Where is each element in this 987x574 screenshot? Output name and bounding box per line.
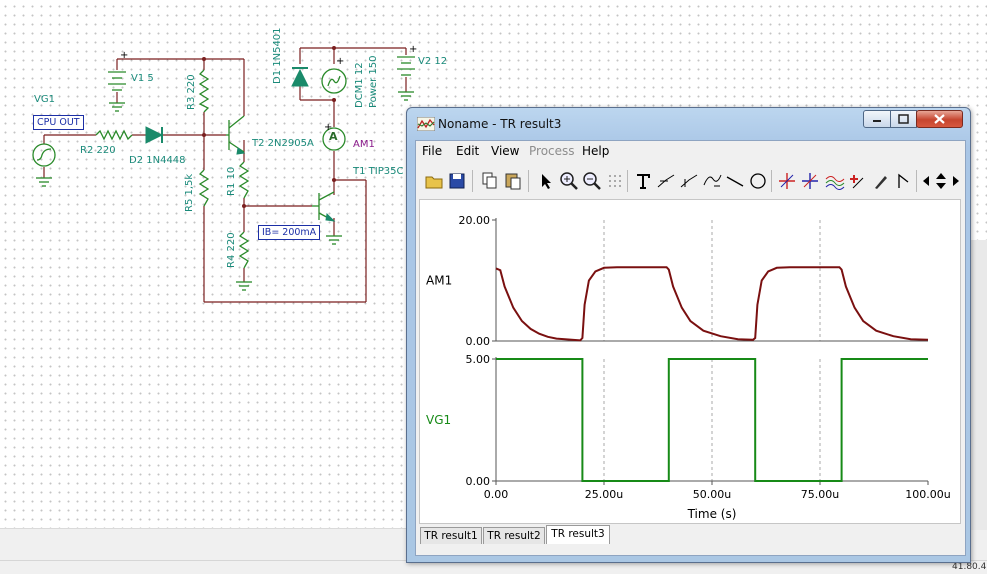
menu-edit[interactable]: Edit: [456, 144, 480, 158]
curve-icon[interactable]: [701, 170, 723, 192]
toolbar-separator: [771, 170, 772, 192]
d1-label: D1 1N5401: [272, 27, 283, 84]
t2-label: T2 2N2905A: [252, 138, 314, 149]
v2-label: V2 12: [418, 56, 448, 67]
tab-tr-result3[interactable]: TR result3: [546, 525, 610, 544]
window-titlebar[interactable]: Noname - TR result3: [407, 108, 970, 138]
line-icon[interactable]: [724, 170, 746, 192]
r4-label: R4 220: [226, 232, 237, 268]
add-marker-icon[interactable]: [847, 170, 869, 192]
y-tick-label: 5.00: [466, 353, 491, 366]
pen-icon[interactable]: [870, 170, 892, 192]
power-label: Power 150: [368, 55, 379, 109]
open-icon[interactable]: [423, 170, 445, 192]
window-client: File Edit View Process Help: [415, 140, 966, 556]
svg-text:+: +: [409, 44, 417, 55]
maximize-icon: [898, 114, 909, 124]
am1-label: AM1: [353, 139, 375, 150]
y-axis-label: AM1: [426, 274, 452, 288]
d2-label: D2 1N4448: [129, 155, 186, 166]
r5-label: R5 1,5k: [184, 173, 195, 212]
pointer-icon[interactable]: [535, 170, 557, 192]
menu-view[interactable]: View: [491, 144, 520, 158]
menu-file[interactable]: File: [422, 144, 443, 158]
tab-tr-result2[interactable]: TR result2: [483, 527, 545, 544]
cursor-a-icon[interactable]: [655, 170, 677, 192]
x-tick-label: 0.00: [484, 488, 509, 501]
toolbar-separator: [627, 170, 628, 192]
close-icon: [934, 114, 945, 124]
scroll-updown-icon[interactable]: [933, 170, 949, 192]
svg-text:+: +: [120, 50, 128, 61]
scroll-left-icon[interactable]: [919, 170, 933, 192]
series-line-vg1: [496, 358, 928, 482]
tr-result-window[interactable]: Noname - TR result3 File Edit View Proce…: [406, 107, 971, 563]
chart-app-icon: [417, 117, 435, 131]
status-coordinates: 41.80.4: [952, 562, 987, 572]
x-tick-label: 100.00u: [905, 488, 950, 501]
x-tick-label: 50.00u: [693, 488, 731, 501]
menu-bar: File Edit View Process Help: [416, 141, 965, 161]
scroll-right-icon[interactable]: [949, 170, 963, 192]
marker-b-icon[interactable]: [799, 170, 821, 192]
result-tabs: TR result1 TR result2 TR result3: [419, 523, 959, 545]
t1-label: T1 TIP35C: [353, 166, 404, 177]
cpu-out-label[interactable]: CPU OUT: [33, 115, 84, 130]
menu-help[interactable]: Help: [582, 144, 610, 158]
r2-label: R2 220: [80, 145, 116, 156]
x-tick-label: 75.00u: [801, 488, 839, 501]
flag-icon[interactable]: [893, 170, 915, 192]
svg-text:+: +: [336, 56, 344, 67]
y-axis-label: VG1: [426, 413, 451, 427]
minimize-icon: [873, 120, 881, 122]
toolbar-separator: [528, 170, 529, 192]
paste-icon[interactable]: [502, 170, 524, 192]
zoom-in-icon[interactable]: [558, 170, 580, 192]
toolbar-separator: [472, 170, 473, 192]
v1-label: V1 5: [131, 73, 154, 84]
dcm1-label: DCM1 12: [354, 62, 365, 108]
curves-icon[interactable]: [824, 170, 846, 192]
text-icon[interactable]: [632, 170, 654, 192]
r1-label: R1 10: [226, 166, 237, 196]
series-line-am1: [495, 266, 929, 342]
close-button[interactable]: [916, 110, 963, 128]
y-tick-label: 0.00: [466, 335, 491, 348]
copy-icon[interactable]: [479, 170, 501, 192]
ammeter-symbol: A: [329, 130, 338, 143]
circle-icon[interactable]: [747, 170, 769, 192]
svg-text:+: +: [324, 122, 332, 133]
vg1-label: VG1: [34, 94, 55, 105]
r3-label: R3 220: [186, 74, 197, 110]
toolbar-separator: [916, 170, 917, 192]
x-tick-label: 25.00u: [585, 488, 623, 501]
x-axis-label: Time (s): [687, 507, 737, 521]
toolbar: [416, 163, 965, 199]
save-icon[interactable]: [446, 170, 468, 192]
y-tick-label: 20.00: [459, 214, 491, 227]
marker-a-icon[interactable]: [776, 170, 798, 192]
y-tick-label: 0.00: [466, 475, 491, 488]
ib-label[interactable]: IB= 200mA: [258, 225, 321, 240]
zoom-100-icon[interactable]: [581, 170, 603, 192]
grid-icon[interactable]: [604, 170, 626, 192]
maximize-button[interactable]: [890, 110, 917, 128]
minimize-button[interactable]: [863, 110, 891, 128]
tab-tr-result1[interactable]: TR result1: [420, 527, 482, 544]
cursor-b-icon[interactable]: [678, 170, 700, 192]
menu-process[interactable]: Process: [529, 144, 575, 158]
window-title: Noname - TR result3: [438, 117, 562, 131]
